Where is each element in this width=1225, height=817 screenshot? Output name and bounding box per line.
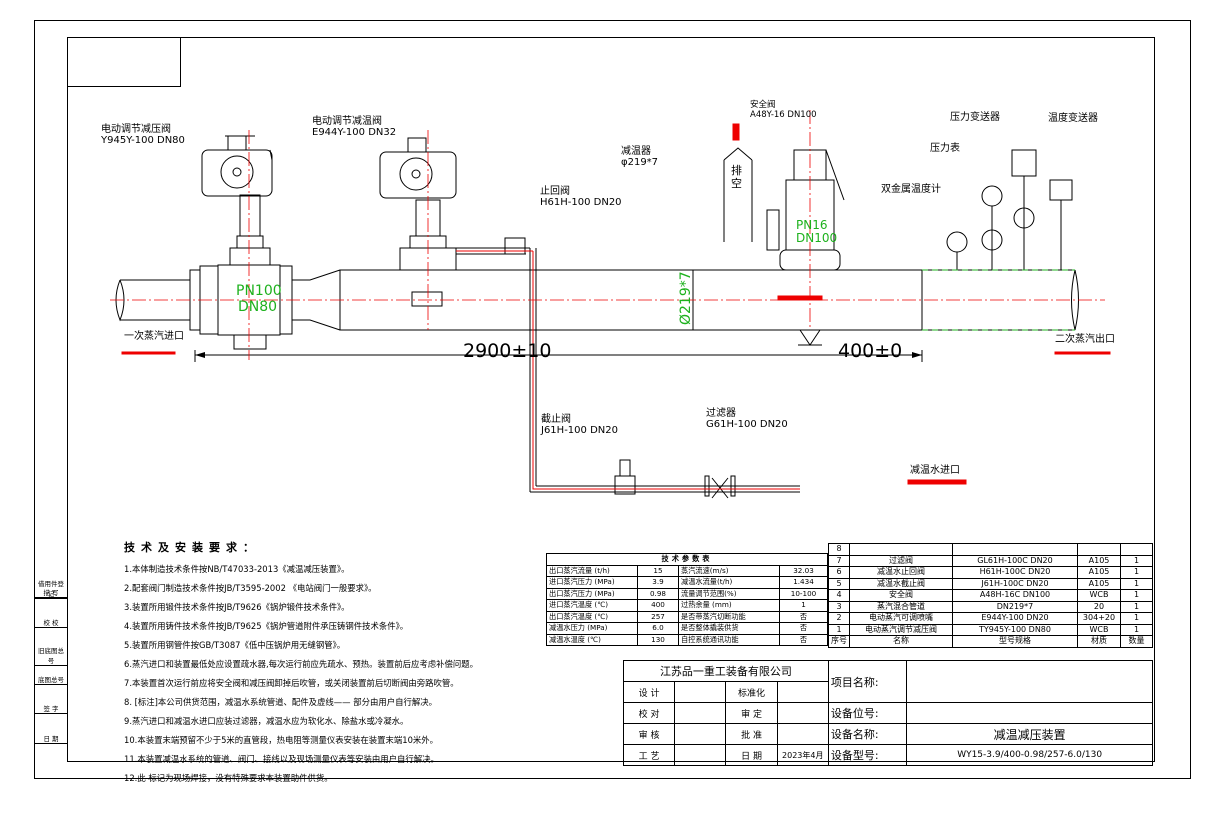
requirements-title: 技术及安装要求： xyxy=(124,541,260,554)
req-item: 12.此 标记为现场焊接，没有特殊要求本装置助件供货。 xyxy=(124,773,333,783)
dim-219-label: Ø219*7 xyxy=(678,271,694,325)
req-item: 3.装置所用锻件技术条件按JB/T9626《锅炉锻件技术条件》。 xyxy=(124,602,350,612)
dim-400-label: 400±0 xyxy=(838,340,903,362)
title-block: 江苏品一重工装备有限公司 项目名称: 设 计标准化 校 对审 定 设备位号: 审… xyxy=(622,660,1153,766)
side-cell-3: 旧底图总号 xyxy=(35,645,67,666)
exhaust-label: 排空 xyxy=(731,164,742,190)
pn16-label: PN16 xyxy=(796,218,828,232)
side-cell-0: 借用件登记 xyxy=(35,578,67,599)
dim-2900-label: 2900±10 xyxy=(463,340,552,362)
side-cell-4: 底图总号 xyxy=(35,674,67,685)
req-item: 7.本装置首次运行前应将安全阀和减压阀卸掉后吹管，或关闭装置前后切断阀由旁路吹管… xyxy=(124,678,459,688)
dn100-label: DN100 xyxy=(796,231,838,245)
req-item: 1.本体制造技术条件按NB/T47033-2013《减温减压装置》。 xyxy=(124,564,350,574)
req-item: 10.本装置末端预留不少于5米的直管段，热电阻等测量仪表安装在装置末端10米外。 xyxy=(124,735,439,745)
param-title: 技术参数表 xyxy=(546,553,828,566)
bimetal-thermometer-label: 双金属温度计 xyxy=(881,184,941,195)
req-item: 5.装置所用钢管件按GB/T3087《低中压锅炉用无缝钢管》。 xyxy=(124,640,346,650)
inner-border xyxy=(67,37,1155,762)
side-cell-6: 日 期 xyxy=(35,733,67,744)
req-item: 6.蒸汽进口和装置最低处应设置疏水器,每次运行前应先疏水、预热。装置前后应考虑补… xyxy=(124,659,479,669)
company-name: 江苏品一重工装备有限公司 xyxy=(623,660,829,682)
parts-header: 序号名称型号规格材质数量 xyxy=(828,635,1153,648)
equipment-name: 减温减压装置 xyxy=(906,723,1153,745)
outer-border xyxy=(34,20,1191,779)
steam-inlet-label: 一次蒸汽进口 xyxy=(124,331,184,342)
pressure-gauge-label: 压力表 xyxy=(930,143,960,154)
install-requirements: 技术及安装要求： 1.本体制造技术条件按NB/T47033-2013《减温减压装… xyxy=(124,540,478,788)
corner-box xyxy=(67,37,181,87)
water-inlet-label: 减温水进口 xyxy=(910,465,960,476)
req-item: 9.蒸汽进口和减温水进口应装过滤器，减温水应为软化水、除盐水或冷凝水。 xyxy=(124,716,409,726)
side-cell-1: 描 写 xyxy=(35,587,67,598)
req-item: 11.本装置减温水系统的管道、阀门、接线以及现场测量仪表等安装由用户自行解决。 xyxy=(124,754,439,764)
side-cell-2: 校 校 xyxy=(35,617,67,628)
req-item: 8. [标注]本公司供货范围，减温水系统管道、配件及虚线—— 部分由用户自行解决… xyxy=(124,697,437,707)
table-row: 8 xyxy=(828,543,1153,556)
equipment-model: WY15-3.9/400-0.98/257-6.0/130 xyxy=(906,744,1153,766)
req-item: 4.装置所用铸件技术条件按JB/T9625《锅炉管道附件承压铸钢件技术条件》。 xyxy=(124,621,409,631)
pressure-transmitter-label: 压力变送器 xyxy=(950,112,1000,123)
pn100-label: PN100 xyxy=(236,283,282,299)
dn80-label: DN80 xyxy=(238,299,278,315)
req-item: 2.配套阀门制造技术条件按JB/T3595-2002 《电站阀门一般要求》。 xyxy=(124,583,377,593)
steam-outlet-label: 二次蒸汽出口 xyxy=(1055,334,1115,345)
temp-transmitter-label: 温度变送器 xyxy=(1048,113,1098,124)
side-cell-5: 签 字 xyxy=(35,703,67,714)
